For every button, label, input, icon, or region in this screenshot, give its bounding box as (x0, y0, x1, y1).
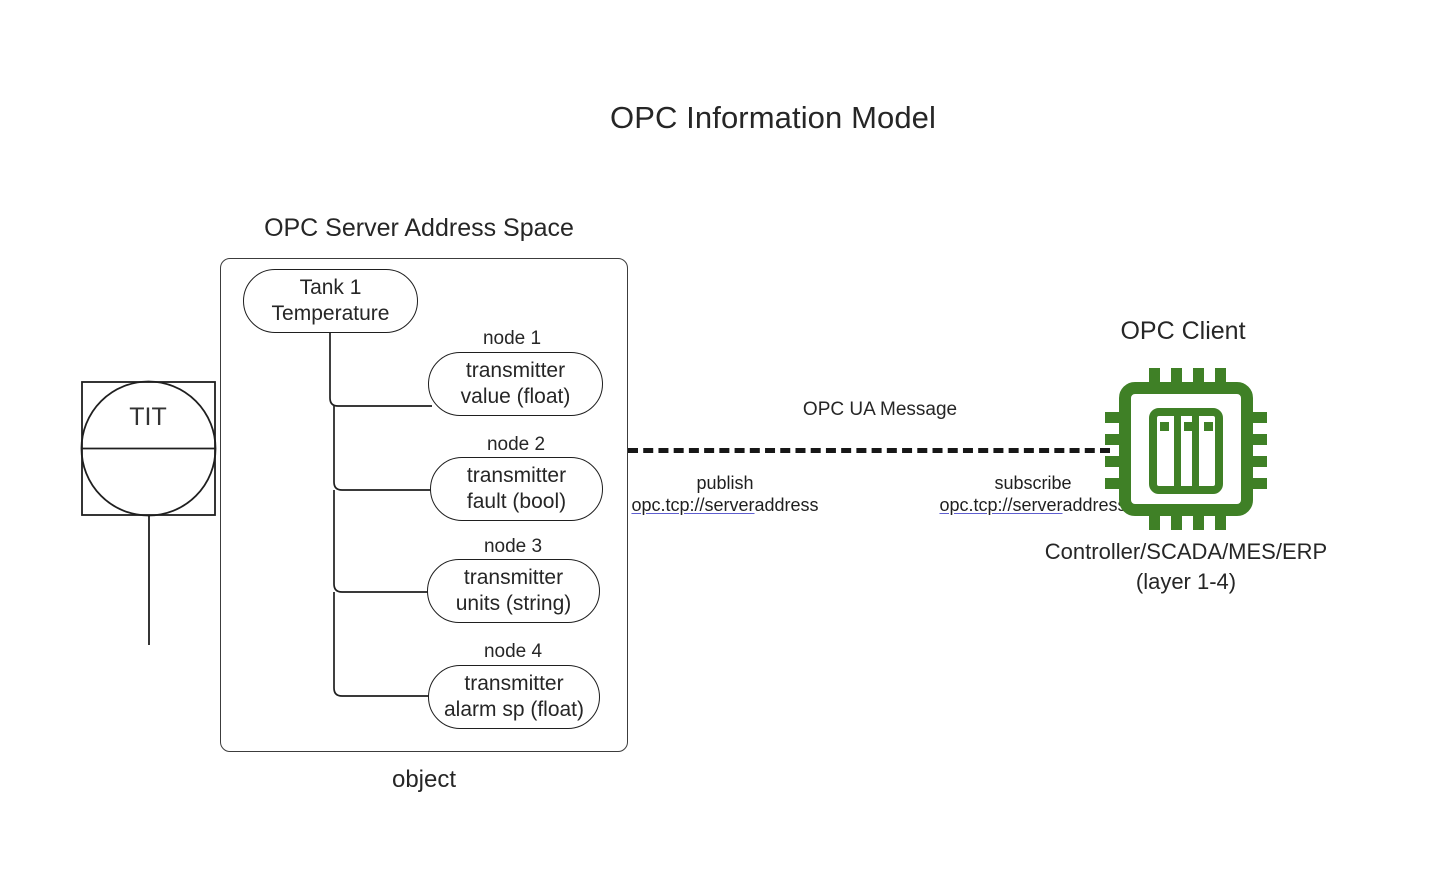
node-1[interactable]: transmitter value (float) (428, 352, 603, 416)
node-2-line1: transmitter (466, 463, 567, 487)
client-role-caption: Controller/SCADA/MES/ERP (layer 1-4) (1045, 537, 1327, 596)
node-2-caption: node 2 (486, 434, 546, 455)
client-role-line2: (layer 1-4) (1135, 568, 1237, 594)
node-tank-line1: Tank 1 (299, 275, 362, 299)
instrument-tag-label: TIT (129, 403, 167, 431)
node-4-line1: transmitter (464, 671, 564, 695)
client-role-line1: Controller/SCADA/MES/ERP (1044, 539, 1328, 564)
node-3-caption: node 3 (483, 536, 543, 557)
publish-caption: publish opc.tcp://serveraddress (631, 473, 818, 517)
node-1-line2: value (float) (460, 385, 571, 408)
cpu-chip-icon (1105, 368, 1267, 530)
publish-address-link[interactable]: opc.tcp://server (631, 494, 755, 515)
opc-ua-message-label: OPC UA Message (802, 399, 958, 420)
subscribe-mode-label: subscribe (994, 473, 1072, 493)
node-4-caption: node 4 (483, 641, 543, 662)
subscribe-address-link[interactable]: opc.tcp://server (939, 494, 1063, 515)
subscribe-caption: subscribe opc.tcp://serveraddress (939, 473, 1126, 517)
opc-ua-message-link (628, 448, 1110, 453)
page-title: OPC Information Model (609, 100, 937, 135)
node-4[interactable]: transmitter alarm sp (float) (428, 665, 600, 729)
node-3-line2: units (string) (455, 592, 572, 615)
node-1-line1: transmitter (465, 358, 566, 382)
publish-address: opc.tcp://serveraddress (631, 495, 818, 517)
object-label: object (391, 766, 457, 793)
address-space-container (220, 258, 628, 752)
node-tank-temperature[interactable]: Tank 1 Temperature (243, 269, 418, 333)
publish-address-tail: address (754, 494, 819, 515)
node-2-line2: fault (bool) (466, 490, 567, 513)
address-space-title: OPC Server Address Space (264, 214, 574, 242)
node-tank-line2: Temperature (271, 302, 390, 325)
subscribe-address-tail: address (1062, 494, 1127, 515)
node-1-caption: node 1 (482, 328, 542, 349)
node-3[interactable]: transmitter units (string) (427, 559, 600, 623)
instrument-balloon-icon (80, 380, 217, 645)
subscribe-address: opc.tcp://serveraddress (939, 495, 1126, 517)
opc-client-title: OPC Client (1120, 317, 1246, 345)
publish-mode-label: publish (696, 473, 754, 493)
node-3-line1: transmitter (463, 565, 564, 589)
node-2[interactable]: transmitter fault (bool) (430, 457, 603, 521)
node-4-line2: alarm sp (float) (443, 698, 585, 721)
